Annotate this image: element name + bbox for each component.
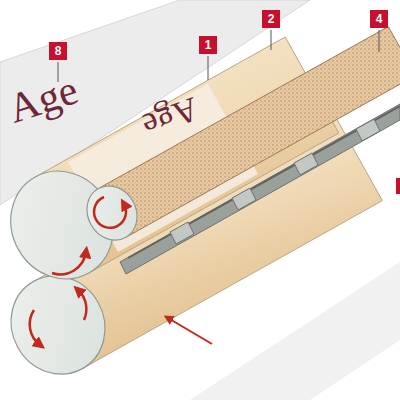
callout-number: 4 [370,10,388,28]
callout-number: 8 [49,42,67,60]
callout-number: 1 [199,36,217,54]
callout-number: 2 [262,10,280,28]
